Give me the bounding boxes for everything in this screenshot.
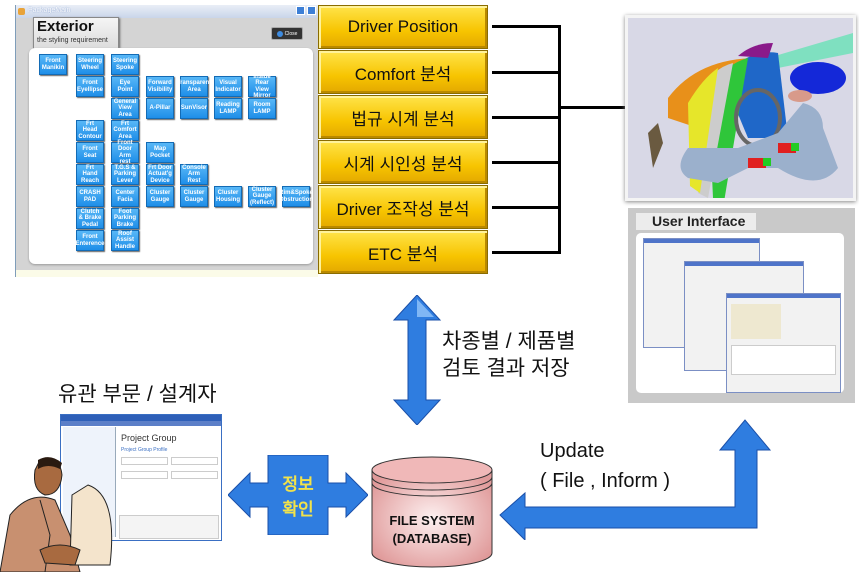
connector-line (492, 251, 560, 254)
database-cylinder: FILE SYSTEM (DATABASE) (371, 456, 493, 568)
tile-button[interactable]: Clutch & Brake Pedal (76, 208, 104, 229)
tile-button[interactable]: Front Door Arm rest (111, 140, 139, 165)
close-label: Close (284, 30, 298, 37)
tile-button[interactable]: SunVisor (180, 98, 208, 119)
screen-field (171, 457, 218, 465)
tile-button[interactable]: Visual Indicator (214, 76, 242, 97)
driver-position-button[interactable]: Driver Position (318, 5, 488, 49)
ui-screenshots (636, 233, 844, 393)
maximize-button[interactable] (307, 6, 316, 15)
tile-button[interactable]: Eye Point (111, 76, 139, 97)
info-check-line2: 확인 (282, 500, 313, 520)
close-button[interactable]: Close (271, 27, 303, 40)
connector-to-image (558, 106, 628, 109)
tile-button[interactable]: Center Facia (111, 186, 139, 207)
tile-button[interactable]: Frt Head Contour (76, 120, 104, 141)
tile-button[interactable]: Cluster Housing (214, 186, 242, 207)
screen-title: Project Group (121, 433, 177, 443)
vertical-double-arrow (392, 295, 442, 425)
exterior-subtitle: the styling requirement (37, 37, 108, 44)
database-label-line2: (DATABASE) (393, 531, 472, 546)
etc-analysis-button[interactable]: ETC 분석 (318, 230, 488, 274)
package-main-window: PackageMain Exterior the styling require… (15, 5, 318, 277)
user-interface-label: User Interface (636, 213, 756, 230)
tile-button[interactable]: Inside Rear View Mirror (248, 74, 276, 99)
tile-button[interactable]: T.G.S & Parking Lever (111, 164, 139, 185)
exterior-title: Exterior (37, 18, 94, 35)
tile-button[interactable]: Steering Wheel (76, 54, 104, 75)
tile-button[interactable]: Cluster Gauge (146, 186, 174, 207)
ui-window-3 (726, 293, 841, 393)
tile-button[interactable]: Front Seat (76, 142, 104, 163)
tile-button[interactable]: Roof Assist Handle (111, 230, 139, 251)
tile-button[interactable]: Front Manikin (39, 54, 67, 75)
driver-operability-analysis-button[interactable]: Driver 조작성 분석 (318, 185, 488, 229)
tile-button[interactable]: Rim&Spoke Obstruction (279, 186, 313, 207)
tile-button[interactable]: Steering Spoke (111, 54, 139, 75)
tile-button[interactable]: Cluster Gauge (180, 186, 208, 207)
connector-line (492, 71, 560, 74)
tile-button[interactable]: Transparent Area (177, 76, 211, 97)
tile-button[interactable]: Frt Door Actuat'g Device (146, 164, 174, 185)
app-icon (18, 8, 25, 15)
connector-vertical (558, 25, 561, 254)
designer-illustration (0, 457, 113, 572)
database-label-line1: FILE SYSTEM (389, 513, 474, 528)
update-caption: Update ( File , Inform ) (540, 436, 670, 496)
tile-button[interactable]: Console Arm Rest (180, 164, 208, 185)
tile-panel: Front Manikin Steering Wheel Steering Spok… (29, 48, 313, 264)
storage-caption: 차종별 / 제품별 검토 결과 저장 (442, 328, 575, 382)
tile-button[interactable]: Foot Parking Brake (111, 208, 139, 229)
info-check-arrow: 정보 확인 (228, 455, 368, 535)
screen-menubar (61, 421, 221, 426)
storage-caption-line2: 검토 결과 저장 (442, 357, 570, 380)
connector-line (492, 161, 560, 164)
window-title: PackageMain (28, 7, 71, 14)
info-check-line1: 정보 (282, 475, 314, 495)
user-interface-panel: User Interface (628, 208, 855, 403)
screen-titlebar (61, 415, 221, 421)
project-group-screen: Project Group Project Group Profile (60, 414, 222, 541)
tile-button[interactable]: Forward Visibility (146, 76, 174, 97)
connector-line (492, 116, 560, 119)
tile-button[interactable]: Frt Hand Reach (76, 164, 104, 185)
status-strip (16, 270, 318, 277)
storage-caption-line1: 차종별 / 제품별 (442, 330, 576, 353)
screen-field (121, 471, 168, 479)
exterior-header: Exterior the styling requirement (33, 17, 119, 49)
tile-button[interactable]: General View Area (111, 98, 139, 119)
visibility-analysis-button[interactable]: 시계 시인성 분석 (318, 140, 488, 184)
driver-3d-model-image (625, 15, 856, 208)
tile-button[interactable]: Map Pocket (146, 142, 174, 163)
tile-button[interactable]: CRASH PAD (76, 186, 104, 207)
tile-button[interactable]: Frt Comfort Area (111, 120, 139, 141)
regulation-view-analysis-button[interactable]: 법규 시계 분석 (318, 95, 488, 139)
tile-button[interactable]: Front Enterence (76, 230, 105, 251)
close-icon (276, 30, 283, 37)
department-caption: 유관 부문 / 설계자 (58, 383, 217, 406)
tile-button[interactable]: A-Pillar (146, 98, 174, 119)
connector-line (492, 25, 560, 28)
minimize-button[interactable] (296, 6, 305, 15)
screen-section: Project Group Profile (121, 447, 168, 453)
tile-button[interactable]: Room LAMP (248, 98, 276, 119)
tile-button[interactable]: Reading LAMP (214, 98, 242, 119)
tile-button[interactable]: Front Eyellipse (76, 76, 104, 97)
screen-field (171, 471, 218, 479)
update-caption-line1: Update (540, 440, 605, 462)
tile-button[interactable]: Cluster Gauge (Reflect) (248, 186, 276, 207)
window-titlebar: PackageMain (16, 5, 318, 18)
update-caption-line2: ( File , Inform ) (540, 470, 671, 492)
connector-line (492, 206, 560, 209)
comfort-analysis-button[interactable]: Comfort 분석 (318, 50, 488, 94)
update-arrow (499, 419, 772, 540)
screen-document-list (119, 515, 219, 539)
screen-field (121, 457, 168, 465)
